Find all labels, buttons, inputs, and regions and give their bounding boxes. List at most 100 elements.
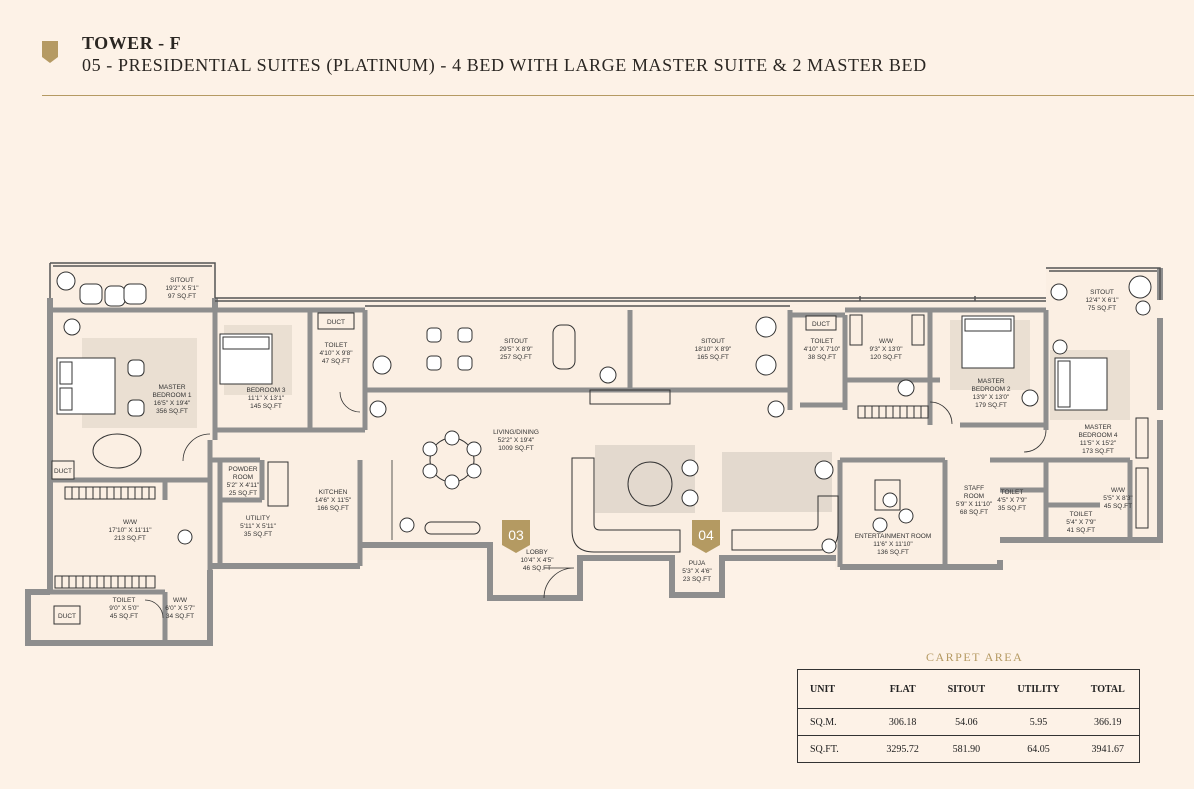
beds xyxy=(56,315,1108,415)
terrace-railings xyxy=(49,262,1161,307)
room-master-bedroom-2: MASTER BEDROOM 2 13'9" X 13'0" 179 SQ.FT xyxy=(971,378,1010,409)
room-ww-small: W/W 6'0" X 5'7" 34 SQ.FT xyxy=(165,597,195,620)
svg-text:97 SQ.FT: 97 SQ.FT xyxy=(168,293,196,300)
svg-text:4'10" X 7'10": 4'10" X 7'10" xyxy=(804,346,841,353)
svg-text:BEDROOM 2: BEDROOM 2 xyxy=(971,386,1010,393)
door-swings xyxy=(144,391,1047,619)
svg-text:4'5" X 7'9": 4'5" X 7'9" xyxy=(997,497,1027,504)
room-sitout-top-left: SITOUT 19'2" X 5'1" 97 SQ.FT xyxy=(165,277,199,300)
svg-text:BEDROOM 1: BEDROOM 1 xyxy=(152,392,191,399)
unit-subtitle: 05 - PRESIDENTIAL SUITES (PLATINUM) - 4 … xyxy=(82,55,927,75)
svg-text:BEDROOM 3: BEDROOM 3 xyxy=(246,387,285,394)
svg-text:45 SQ.FT: 45 SQ.FT xyxy=(110,613,138,620)
svg-text:SITOUT: SITOUT xyxy=(701,338,725,345)
svg-text:UTILITY: UTILITY xyxy=(246,515,271,522)
svg-text:5'5" X 8'3": 5'5" X 8'3" xyxy=(1103,495,1133,502)
svg-text:5'2" X 4'11": 5'2" X 4'11" xyxy=(227,482,260,489)
room-living-dining: LIVING/DINING 52'2" X 19'4" 1009 SQ.FT xyxy=(493,429,539,452)
svg-text:10'4" X 4'5": 10'4" X 4'5" xyxy=(520,557,554,564)
svg-text:W/W: W/W xyxy=(123,519,138,526)
svg-text:PUJA: PUJA xyxy=(689,560,706,567)
room-labels: SITOUT 19'2" X 5'1" 97 SQ.FT MASTER BEDR… xyxy=(109,277,1134,620)
svg-text:75 SQ.FT: 75 SQ.FT xyxy=(1088,305,1116,312)
header-sitout: SITOUT xyxy=(932,669,1001,709)
svg-text:6'0" X 5'7": 6'0" X 5'7" xyxy=(165,605,195,612)
room-toilet-2: TOILET 4'10" X 7'10" 38 SQ.FT xyxy=(804,338,841,361)
svg-text:68 SQ.FT: 68 SQ.FT xyxy=(960,509,988,516)
svg-text:9'0" X 5'0": 9'0" X 5'0" xyxy=(109,605,139,612)
svg-text:356 SQ.FT: 356 SQ.FT xyxy=(156,408,188,415)
duct-label: DUCT xyxy=(54,468,72,475)
svg-text:23 SQ.FT: 23 SQ.FT xyxy=(683,576,711,583)
header: TOWER - F 05 - PRESIDENTIAL SUITES (PLAT… xyxy=(0,0,1194,100)
room-master-bedroom-4: MASTER BEDROOM 4 11'5" X 15'2" 173 SQ.FT xyxy=(1078,424,1117,455)
svg-text:11'5" X 15'2": 11'5" X 15'2" xyxy=(1080,440,1117,447)
svg-text:29'5" X 8'9": 29'5" X 8'9" xyxy=(499,346,533,353)
entrance-marker-04: 04 xyxy=(692,520,720,553)
table-cell: 54.06 xyxy=(932,708,1001,736)
plants xyxy=(56,271,1152,554)
svg-text:14'6" X 11'5": 14'6" X 11'5" xyxy=(315,497,352,504)
room-staff: STAFF ROOM 5'9" X 11'10" 68 SQ.FT xyxy=(956,485,993,516)
svg-text:9'3" X 13'0": 9'3" X 13'0" xyxy=(869,346,903,353)
svg-text:LIVING/DINING: LIVING/DINING xyxy=(493,429,539,436)
interior-walls xyxy=(50,307,1133,643)
room-sitout-mid-2: SITOUT 18'10" X 8'9" 165 SQ.FT xyxy=(695,338,732,361)
svg-text:136 SQ.FT: 136 SQ.FT xyxy=(877,549,909,556)
svg-text:ENTERTAINMENT ROOM: ENTERTAINMENT ROOM xyxy=(855,533,932,540)
svg-text:257 SQ.FT: 257 SQ.FT xyxy=(500,354,532,361)
svg-text:52'2" X 19'4": 52'2" X 19'4" xyxy=(498,437,535,444)
svg-text:11'6" X 11'10": 11'6" X 11'10" xyxy=(873,541,913,548)
room-sitout-mid-1: SITOUT 29'5" X 8'9" 257 SQ.FT xyxy=(499,338,533,361)
room-toilet-1: TOILET 4'10" X 9'8" 47 SQ.FT xyxy=(319,342,353,365)
svg-text:16'5" X 19'4": 16'5" X 19'4" xyxy=(154,400,191,407)
table-cell: 306.18 xyxy=(873,708,933,736)
svg-text:W/W: W/W xyxy=(1111,487,1126,494)
svg-text:213 SQ.FT: 213 SQ.FT xyxy=(114,535,146,542)
table-cell: 366.19 xyxy=(1076,708,1140,736)
tower-badge-icon xyxy=(42,41,58,63)
table-cell: SQ.FT. xyxy=(810,743,839,755)
duct-label: DUCT xyxy=(58,613,76,620)
room-kitchen: KITCHEN 14'6" X 11'5" 166 SQ.FT xyxy=(315,489,352,512)
table-cell: 5.95 xyxy=(1000,708,1077,736)
svg-text:13'9" X 13'0": 13'9" X 13'0" xyxy=(973,394,1010,401)
svg-text:11'1" X 13'1": 11'1" X 13'1" xyxy=(248,395,285,402)
svg-text:45 SQ.FT: 45 SQ.FT xyxy=(1104,503,1132,510)
svg-text:35 SQ.FT: 35 SQ.FT xyxy=(998,505,1026,512)
svg-text:ROOM: ROOM xyxy=(233,474,253,481)
wardrobes xyxy=(54,314,1149,589)
svg-text:TOILET: TOILET xyxy=(811,338,834,345)
svg-text:166 SQ.FT: 166 SQ.FT xyxy=(317,505,349,512)
duct-label: DUCT xyxy=(812,321,830,328)
room-ww-top: W/W 9'3" X 13'0" 120 SQ.FT xyxy=(869,338,903,361)
duct-areas xyxy=(51,312,837,625)
carpet-area-title: CARPET AREA xyxy=(926,650,1024,664)
svg-text:4'10" X 9'8": 4'10" X 9'8" xyxy=(319,350,353,357)
svg-text:SITOUT: SITOUT xyxy=(1090,289,1114,296)
room-puja: PUJA 5'3" X 4'6" 23 SQ.FT xyxy=(682,560,712,583)
svg-text:165 SQ.FT: 165 SQ.FT xyxy=(697,354,729,361)
room-ww-left: W/W 17'10" X 11'11" 213 SQ.FT xyxy=(109,519,153,542)
svg-text:35 SQ.FT: 35 SQ.FT xyxy=(244,531,272,538)
svg-text:179 SQ.FT: 179 SQ.FT xyxy=(975,402,1007,409)
room-master-bedroom-1: MASTER BEDROOM 1 16'5" X 19'4" 356 SQ.FT xyxy=(152,384,191,415)
furniture xyxy=(92,324,901,553)
svg-text:18'10" X 8'9": 18'10" X 8'9" xyxy=(695,346,732,353)
svg-text:46 SQ.FT: 46 SQ.FT xyxy=(523,565,551,572)
svg-text:34 SQ.FT: 34 SQ.FT xyxy=(166,613,194,620)
header-unit: UNIT xyxy=(797,669,873,709)
svg-text:1009 SQ.FT: 1009 SQ.FT xyxy=(498,445,533,452)
table-row: SQ.FT. 3295.72 581.90 64.05 3941.67 xyxy=(798,736,1140,763)
svg-text:MASTER: MASTER xyxy=(158,384,185,391)
svg-text:41 SQ.FT: 41 SQ.FT xyxy=(1067,527,1095,534)
svg-text:LOBBY: LOBBY xyxy=(526,549,548,556)
duct-labels: DUCT DUCT DUCT DUCT xyxy=(54,319,830,620)
svg-text:KITCHEN: KITCHEN xyxy=(319,489,348,496)
table-cell: 3295.72 xyxy=(886,743,919,755)
svg-text:19'2" X 5'1": 19'2" X 5'1" xyxy=(165,285,199,292)
svg-text:5'4" X 7'9": 5'4" X 7'9" xyxy=(1066,519,1096,526)
svg-text:TOILET: TOILET xyxy=(325,342,348,349)
svg-text:SITOUT: SITOUT xyxy=(170,277,194,284)
room-toilet-left: TOILET 9'0" X 5'0" 45 SQ.FT xyxy=(109,597,139,620)
